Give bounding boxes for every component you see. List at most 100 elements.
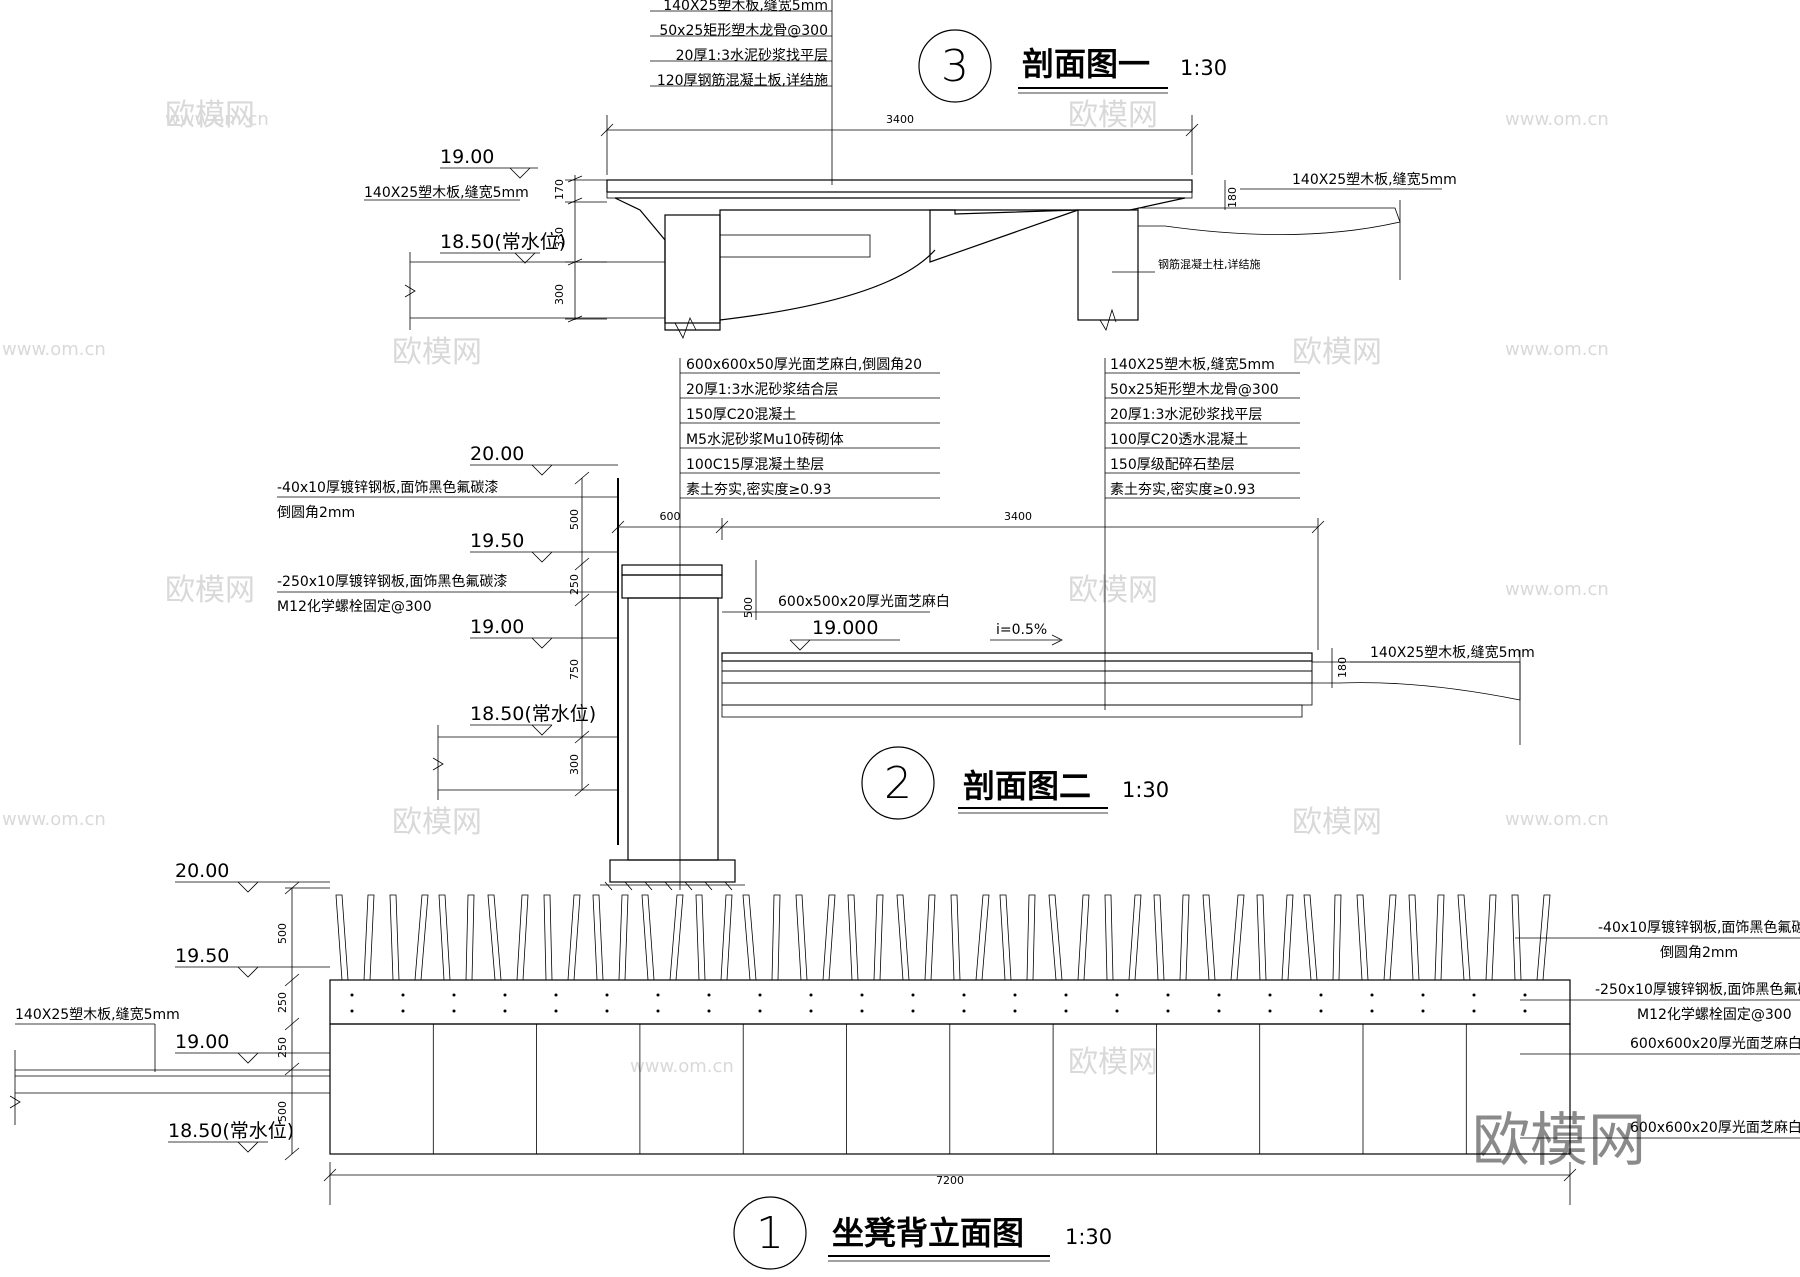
bolt xyxy=(350,1009,354,1013)
dimension-text: 300 xyxy=(553,284,566,305)
dimension-text: 750 xyxy=(568,659,581,680)
level-text: 20.00 xyxy=(175,860,229,882)
bolt xyxy=(1064,1009,1068,1013)
dimension-text: 500 xyxy=(742,597,755,618)
bolt xyxy=(452,993,456,997)
bolt xyxy=(962,993,966,997)
steel-fin xyxy=(389,894,400,981)
callout-text: 素土夯实,密实度≥0.93 xyxy=(686,481,831,498)
watermark-brand: 欧模网 xyxy=(1068,98,1158,133)
level-text: 19.50 xyxy=(470,530,524,552)
dimension-text: 180 xyxy=(1336,657,1349,678)
callout-text: 20厚1:3水泥砂浆找平层 xyxy=(676,48,828,64)
steel-fin xyxy=(1536,894,1551,981)
bolt-row xyxy=(350,993,1527,1013)
dimension-text: 170 xyxy=(553,179,566,200)
stone-cap-band xyxy=(329,979,1571,1025)
steel-note: -40x10厚镀锌钢板,面饰黑色氟碳漆 xyxy=(277,479,498,496)
level-text: 20.00 xyxy=(470,443,524,465)
bolt xyxy=(860,1009,864,1013)
stone-seat-top xyxy=(621,564,723,576)
steel-fin xyxy=(1408,894,1420,981)
steel-fin xyxy=(1383,894,1397,981)
note-text: -40x10厚镀锌钢板,面饰黑色氟碳漆 xyxy=(1598,919,1800,936)
level-marker xyxy=(531,464,553,476)
deck-board xyxy=(721,652,1313,662)
note-text: 600x600x20厚光面芝麻白 xyxy=(1630,1120,1800,1136)
bolt xyxy=(809,1009,813,1013)
slope-text: i=0.5% xyxy=(996,622,1047,638)
steel-fin xyxy=(438,894,451,981)
watermark-site: www.om.cn xyxy=(1505,809,1609,830)
dimension-text: 3400 xyxy=(886,113,914,126)
section-scale: 1:30 xyxy=(1065,1225,1112,1249)
bolt xyxy=(1115,993,1119,997)
note-text: 倒圆角2mm xyxy=(1660,945,1738,961)
level-marker xyxy=(514,252,536,264)
board-note: 140X25塑木板,缝宽5mm xyxy=(1370,644,1535,661)
bolt xyxy=(1268,1009,1272,1013)
bolt xyxy=(1319,993,1323,997)
dimension-text: 250 xyxy=(568,574,581,595)
bolt xyxy=(809,993,813,997)
bolt xyxy=(1013,1009,1017,1013)
section-number-circle xyxy=(918,29,992,103)
steel-fin xyxy=(335,894,349,981)
ground-fill xyxy=(1311,661,1521,701)
deck-board xyxy=(606,179,1193,193)
steel-fin xyxy=(1179,894,1190,981)
concrete-slab xyxy=(614,197,1186,331)
callout-text: 100厚C20透水混凝土 xyxy=(1110,432,1248,448)
dimension-text: 7200 xyxy=(936,1174,964,1187)
bolt xyxy=(401,993,405,997)
dimension-text: 3400 xyxy=(1004,510,1032,523)
watermark-brand: 欧模网 xyxy=(1292,805,1382,840)
section-number: 3 xyxy=(941,41,969,92)
bolt xyxy=(1064,993,1068,997)
right-notes: -40x10厚镀锌钢板,面饰黑色氟碳漆 倒圆角2mm -250x10厚镀锌钢板,… xyxy=(1515,919,1800,1139)
steel-fin xyxy=(1281,894,1294,981)
watermark-brand: 欧模网 xyxy=(165,98,255,133)
retaining-wall xyxy=(664,214,721,324)
compacted-soil xyxy=(721,704,1303,718)
steel-fin xyxy=(363,894,375,981)
steel-fin xyxy=(567,894,581,981)
callout-text: 150厚级配碎石垫层 xyxy=(1110,457,1235,473)
ground-curve xyxy=(719,249,936,321)
callout-top: 140X25塑木板,缝宽5mm 50x25矩形塑木龙骨@300 20厚1:3水泥… xyxy=(650,0,832,89)
bolt xyxy=(1166,993,1170,997)
watermark-brand: 欧模网 xyxy=(392,335,482,370)
section-number-circle xyxy=(861,746,935,820)
steel-fin xyxy=(950,894,961,981)
note-text: 600x600x20厚光面芝麻白 xyxy=(1630,1036,1800,1052)
section-number: 1 xyxy=(756,1208,784,1259)
callout-text: 120厚钢筋混凝土板,详结施 xyxy=(657,72,828,89)
level-text: 18.50(常水位) xyxy=(440,231,566,253)
board-note: 140X25塑木板,缝宽5mm xyxy=(364,184,529,201)
bolt xyxy=(1523,993,1527,997)
bolt xyxy=(1013,993,1017,997)
section-scale: 1:30 xyxy=(1122,778,1169,802)
level-marker xyxy=(531,637,553,649)
level-marker xyxy=(237,966,259,978)
note-text: -250x10厚镀锌钢板,面饰黑色氟碳漆 xyxy=(1595,981,1800,998)
watermark-site: www.om.cn xyxy=(165,109,269,130)
dimension-text: 180 xyxy=(1226,187,1239,208)
bolt xyxy=(1217,1009,1221,1013)
section-number-circle xyxy=(733,1196,807,1270)
steel-fins xyxy=(335,894,1551,981)
concrete-column xyxy=(1077,209,1139,321)
dimension-text: 300 xyxy=(568,754,581,775)
steel-fin xyxy=(1104,894,1114,981)
steel-fin xyxy=(1048,894,1063,981)
footing xyxy=(609,859,736,883)
level-marker xyxy=(237,1141,259,1153)
bolt xyxy=(1421,993,1425,997)
level-marker xyxy=(531,551,553,563)
section-number: 2 xyxy=(884,758,912,809)
bolt xyxy=(605,1009,609,1013)
level-text: 19.50 xyxy=(175,945,229,967)
concrete-cap xyxy=(621,574,723,599)
mortar-layer xyxy=(606,191,1193,199)
